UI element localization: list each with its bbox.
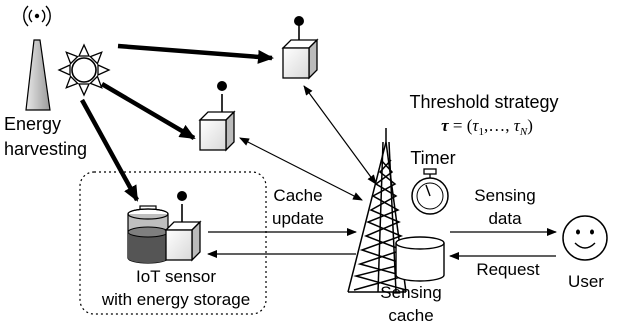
iot-sensor-label: IoT sensor (136, 267, 216, 286)
iot-sensor-icon (281, 16, 319, 80)
user-link-arrows (449, 228, 557, 260)
iot-sensor-icon (198, 81, 236, 152)
iot-sensor-icon (164, 191, 202, 262)
link-arrows (239, 85, 377, 201)
sensing-data-label: Sensing (474, 186, 535, 205)
energy-harvesting-label-line2: harvesting (4, 139, 87, 159)
user-label: User (568, 272, 604, 291)
cache-update-arrows (207, 228, 357, 258)
energy-harvesting-label: Energy (4, 114, 61, 134)
timer-label: Timer (410, 148, 455, 168)
harvest-arrows (80, 43, 274, 202)
iot-sensor-region (79, 171, 267, 315)
cache-update-label-line2: update (272, 209, 324, 228)
sensing-cache-label: Sensing (380, 283, 441, 302)
iot-sensor-label-line2: with energy storage (101, 290, 250, 309)
antenna-tower-icon (23, 5, 51, 111)
sun-icon (57, 43, 111, 97)
cache-update-label: Cache (273, 186, 322, 205)
threshold-formula: τ = (τ1,…, τN) (441, 116, 533, 138)
sensing-data-label-line2: data (488, 209, 522, 228)
threshold-strategy-label: Threshold strategy (409, 92, 558, 112)
smiley-user-icon (562, 215, 608, 261)
database-cylinder-icon (395, 236, 445, 282)
cell-tower-icon (347, 128, 407, 293)
stopwatch-icon (411, 168, 449, 215)
request-label: Request (476, 260, 540, 279)
battery-icon (127, 205, 169, 264)
sensing-cache-label-line2: cache (388, 306, 433, 325)
